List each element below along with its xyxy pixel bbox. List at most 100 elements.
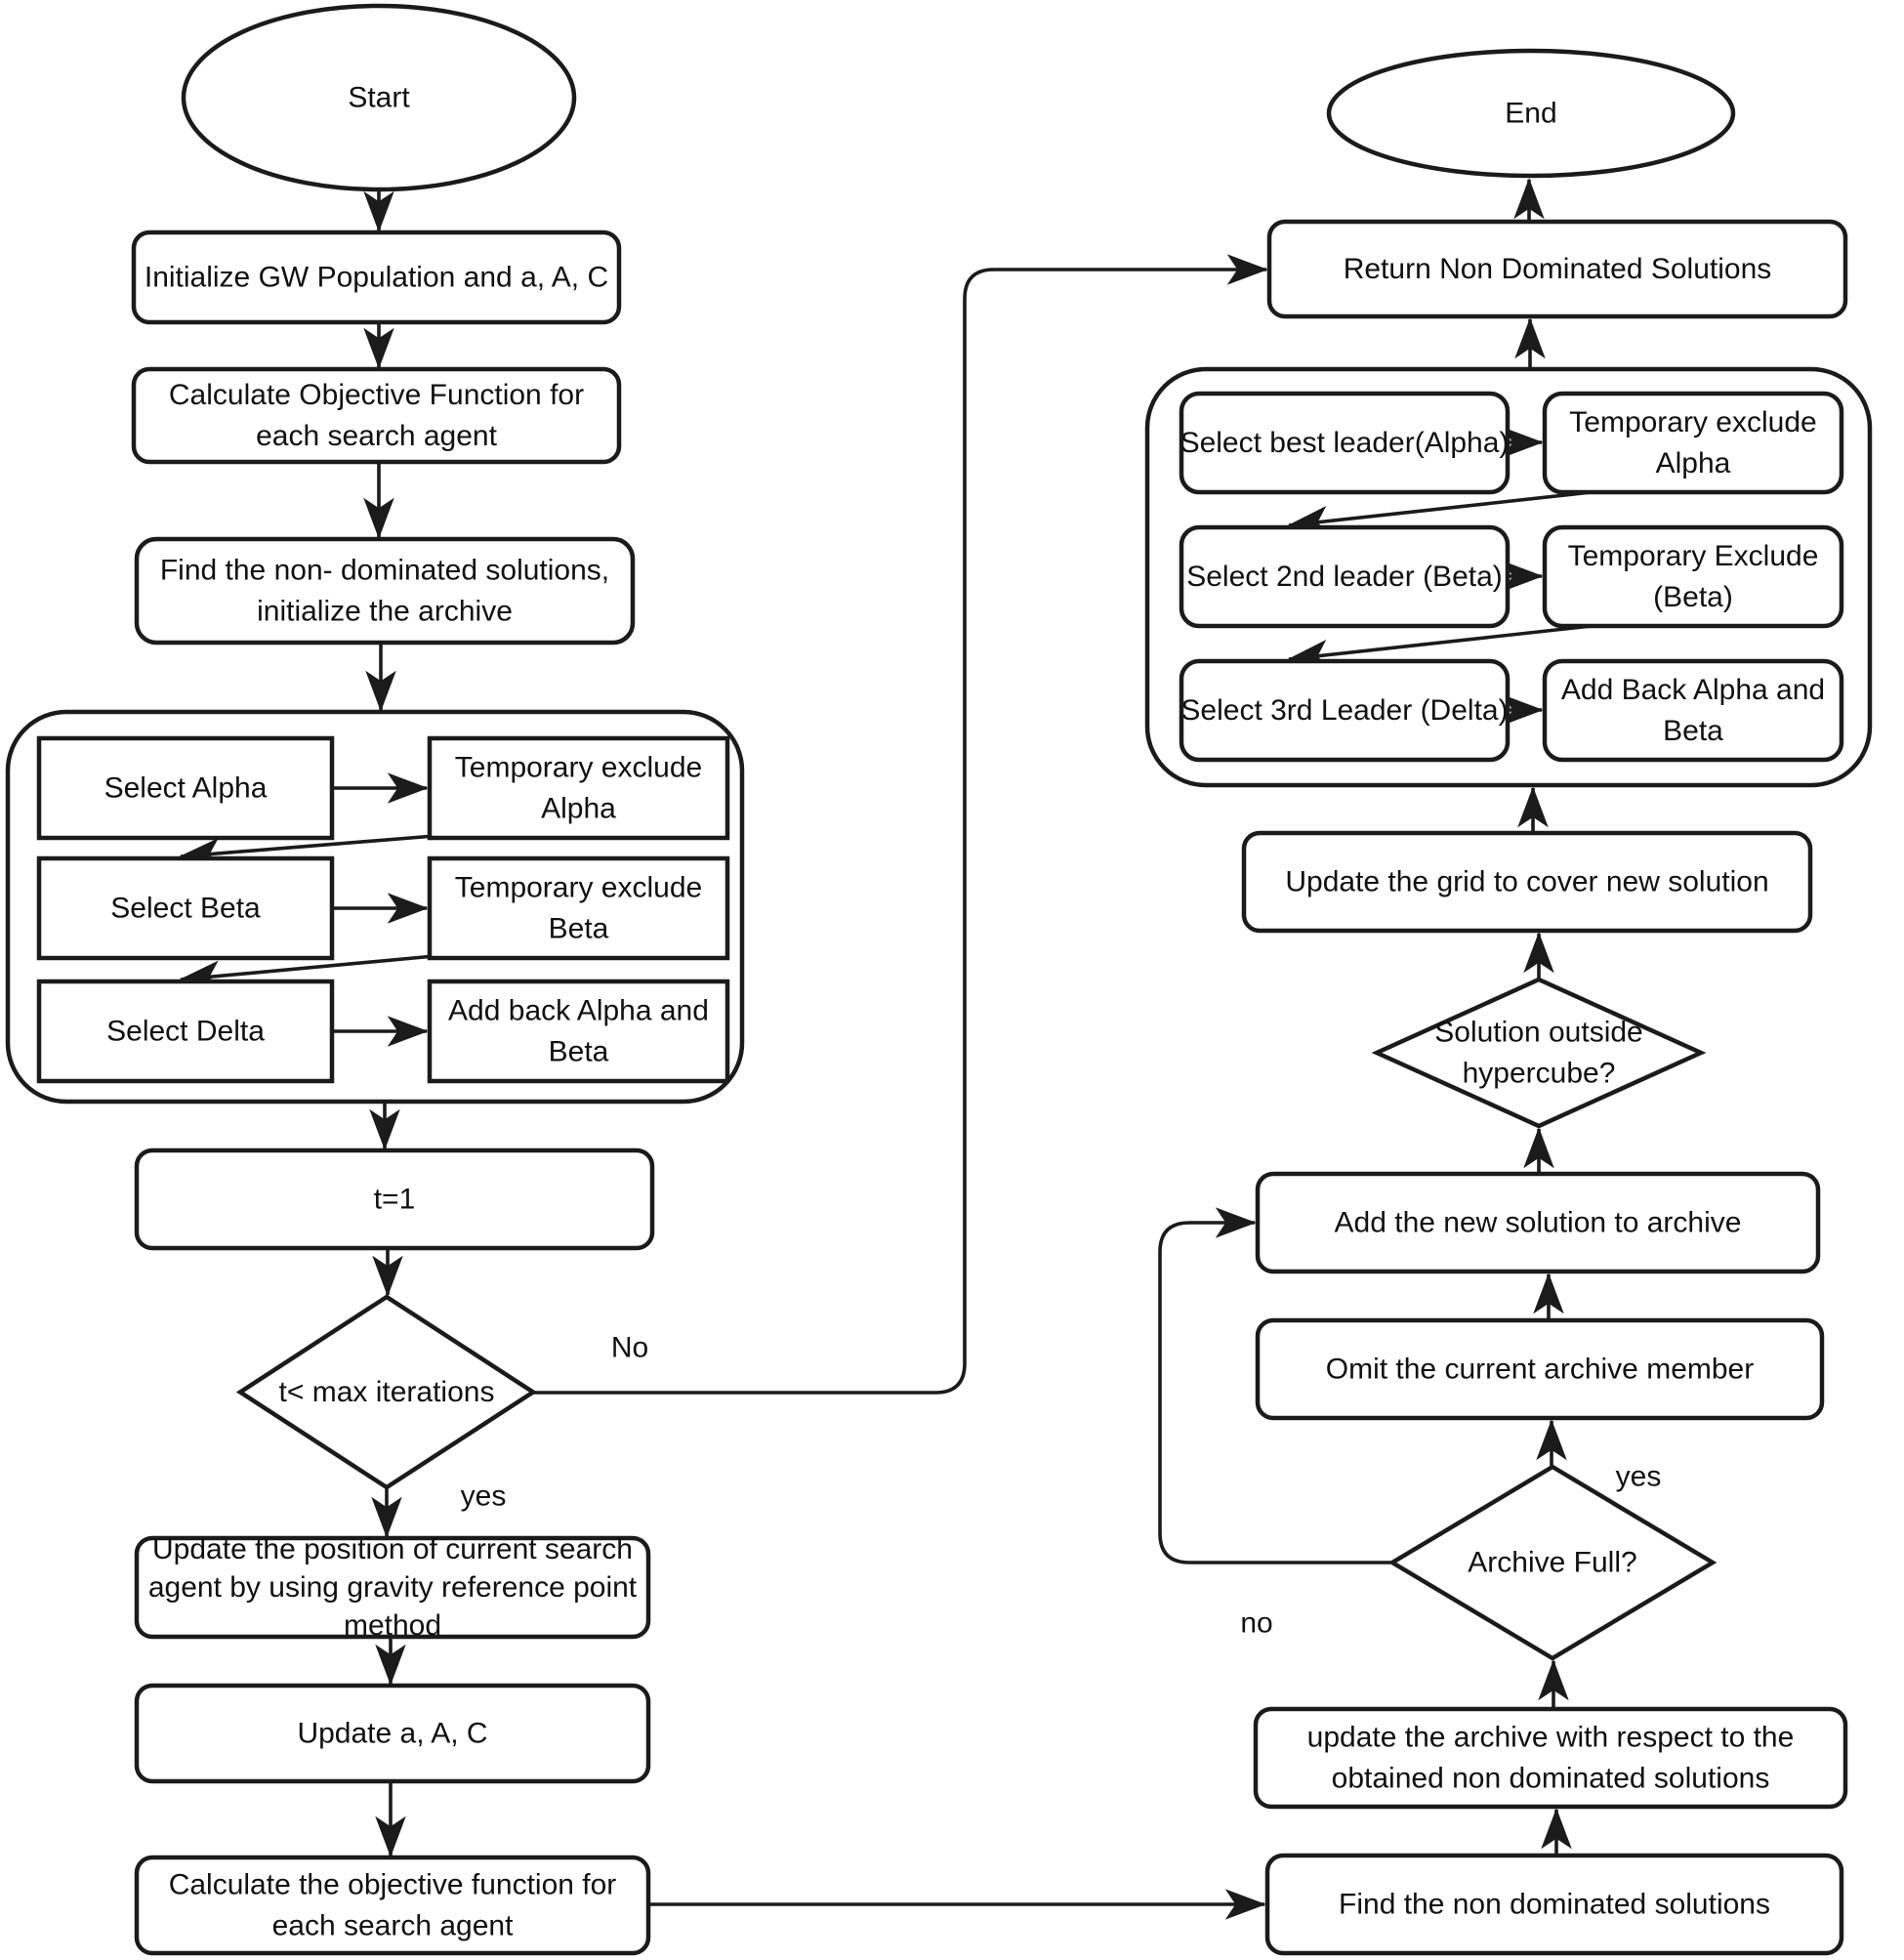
label-no-max-iterations: No	[611, 1332, 648, 1364]
temporary-exclude-alpha-2-shape	[1542, 391, 1844, 495]
decision-max-iterations-shape	[235, 1294, 538, 1490]
update-position-shape	[134, 1535, 651, 1640]
end-shape	[1326, 48, 1736, 179]
add-back-alpha-beta-shape	[427, 979, 730, 1084]
update-grid-shape	[1241, 830, 1813, 934]
select-3rd-leader-shape	[1179, 658, 1511, 763]
node-select-beta: Select Beta	[36, 855, 335, 961]
node-leader-selection-group-2	[1144, 366, 1873, 788]
edge-exclude-beta2-to-select-3rd	[1287, 624, 1593, 671]
temporary-exclude-beta-2-shape	[1542, 524, 1844, 629]
update-archive-shape	[1253, 1706, 1848, 1810]
node-decision-max-iterations: t< max iterations	[235, 1294, 538, 1490]
decision-max-iterations-label: t< max iterations	[279, 1376, 495, 1408]
node-update-grid: Update the grid to cover new solution	[1241, 830, 1813, 934]
edge-decision-no-to-return	[533, 254, 1268, 1395]
layer-groups	[5, 366, 1873, 1105]
decision-archive-full-label: Archive Full?	[1468, 1547, 1636, 1579]
select-alpha-shape	[36, 735, 335, 841]
edge-exclude-alpha-to-select-beta	[179, 834, 435, 869]
select-2nd-leader-label: Select 2nd leader (Beta)	[1186, 561, 1503, 593]
t-equals-1-label: t=1	[374, 1184, 416, 1216]
node-initialize-population: Initialize GW Population and a, A, C	[131, 229, 622, 325]
node-select-alpha: Select Alpha	[36, 735, 335, 841]
node-add-new-solution: Add the new solution to archive	[1255, 1171, 1821, 1274]
add-back-alpha-beta-2-shape	[1542, 658, 1844, 763]
node-update-a-A-C: Update a, A, C	[134, 1683, 651, 1784]
temporary-exclude-beta-2-label: Temporary Exclude(Beta)	[1568, 540, 1819, 613]
edge-exclude-beta-to-select-delta	[179, 954, 435, 991]
select-3rd-leader-label: Select 3rd Leader (Delta)	[1180, 694, 1508, 727]
update-a-A-C-label: Update a, A, C	[297, 1718, 487, 1750]
leader-selection-group-shape	[5, 709, 745, 1105]
select-best-leader-shape	[1179, 391, 1511, 495]
select-delta-label: Select Delta	[106, 1016, 265, 1048]
select-alpha-label: Select Alpha	[104, 772, 268, 805]
decision-hypercube-shape	[1371, 977, 1707, 1129]
end-label: End	[1505, 98, 1556, 130]
decision-archive-full-shape	[1387, 1464, 1718, 1661]
find-nondominated-initialize-label: Find the non- dominated solutions,initia…	[160, 555, 609, 628]
node-find-nondominated-loop: Find the non dominated solutions	[1264, 1853, 1844, 1956]
calculate-objective-initial-shape	[131, 366, 622, 465]
initialize-population-shape	[131, 229, 622, 325]
select-beta-label: Select Beta	[110, 893, 261, 925]
node-omit-archive-member: Omit the current archive member	[1255, 1317, 1825, 1421]
node-return-nondominated: Return Non Dominated Solutions	[1266, 219, 1848, 319]
temporary-exclude-alpha-shape	[427, 735, 730, 841]
node-end: End	[1326, 48, 1736, 179]
node-leader-selection-group	[5, 709, 745, 1105]
initialize-population-label: Initialize GW Population and a, A, C	[145, 262, 608, 294]
select-2nd-leader-shape	[1179, 524, 1511, 629]
temporary-exclude-beta-shape	[427, 855, 730, 961]
label-yes-archive-full: yes	[1616, 1461, 1662, 1493]
find-nondominated-loop-shape	[1264, 1853, 1844, 1956]
start-shape	[181, 3, 577, 192]
node-temporary-exclude-beta-2: Temporary Exclude(Beta)	[1542, 524, 1844, 629]
node-select-delta: Select Delta	[36, 979, 335, 1084]
add-new-solution-label: Add the new solution to archive	[1335, 1207, 1742, 1239]
label-yes-max-iterations: yes	[461, 1480, 507, 1513]
update-grid-label: Update the grid to cover new solution	[1285, 866, 1768, 898]
node-find-nondominated-initialize: Find the non- dominated solutions,initia…	[134, 536, 636, 646]
node-decision-archive-full: Archive Full?	[1387, 1464, 1718, 1661]
node-start: Start	[181, 3, 577, 192]
add-new-solution-shape	[1255, 1171, 1821, 1274]
leader-selection-group-2-shape	[1144, 366, 1873, 788]
omit-archive-member-label: Omit the current archive member	[1326, 1354, 1754, 1386]
return-nondominated-shape	[1266, 219, 1848, 319]
update-a-A-C-shape	[134, 1683, 651, 1784]
node-t-equals-1: t=1	[134, 1147, 655, 1251]
return-nondominated-label: Return Non Dominated Solutions	[1344, 253, 1772, 285]
layer-edges: No yes yes no	[179, 178, 1662, 1920]
node-select-2nd-leader: Select 2nd leader (Beta)	[1179, 524, 1511, 629]
edge-archive-full-no-to-add-new	[1158, 1207, 1392, 1564]
calculate-objective-loop-shape	[134, 1855, 651, 1956]
node-select-3rd-leader: Select 3rd Leader (Delta)	[1179, 658, 1511, 763]
label-no-archive-full: no	[1240, 1607, 1272, 1640]
t-equals-1-shape	[134, 1147, 655, 1251]
select-beta-shape	[36, 855, 335, 961]
node-select-best-leader: Select best leader(Alpha)	[1179, 391, 1511, 495]
find-nondominated-initialize-shape	[134, 536, 636, 646]
find-nondominated-loop-label: Find the non dominated solutions	[1339, 1889, 1770, 1921]
